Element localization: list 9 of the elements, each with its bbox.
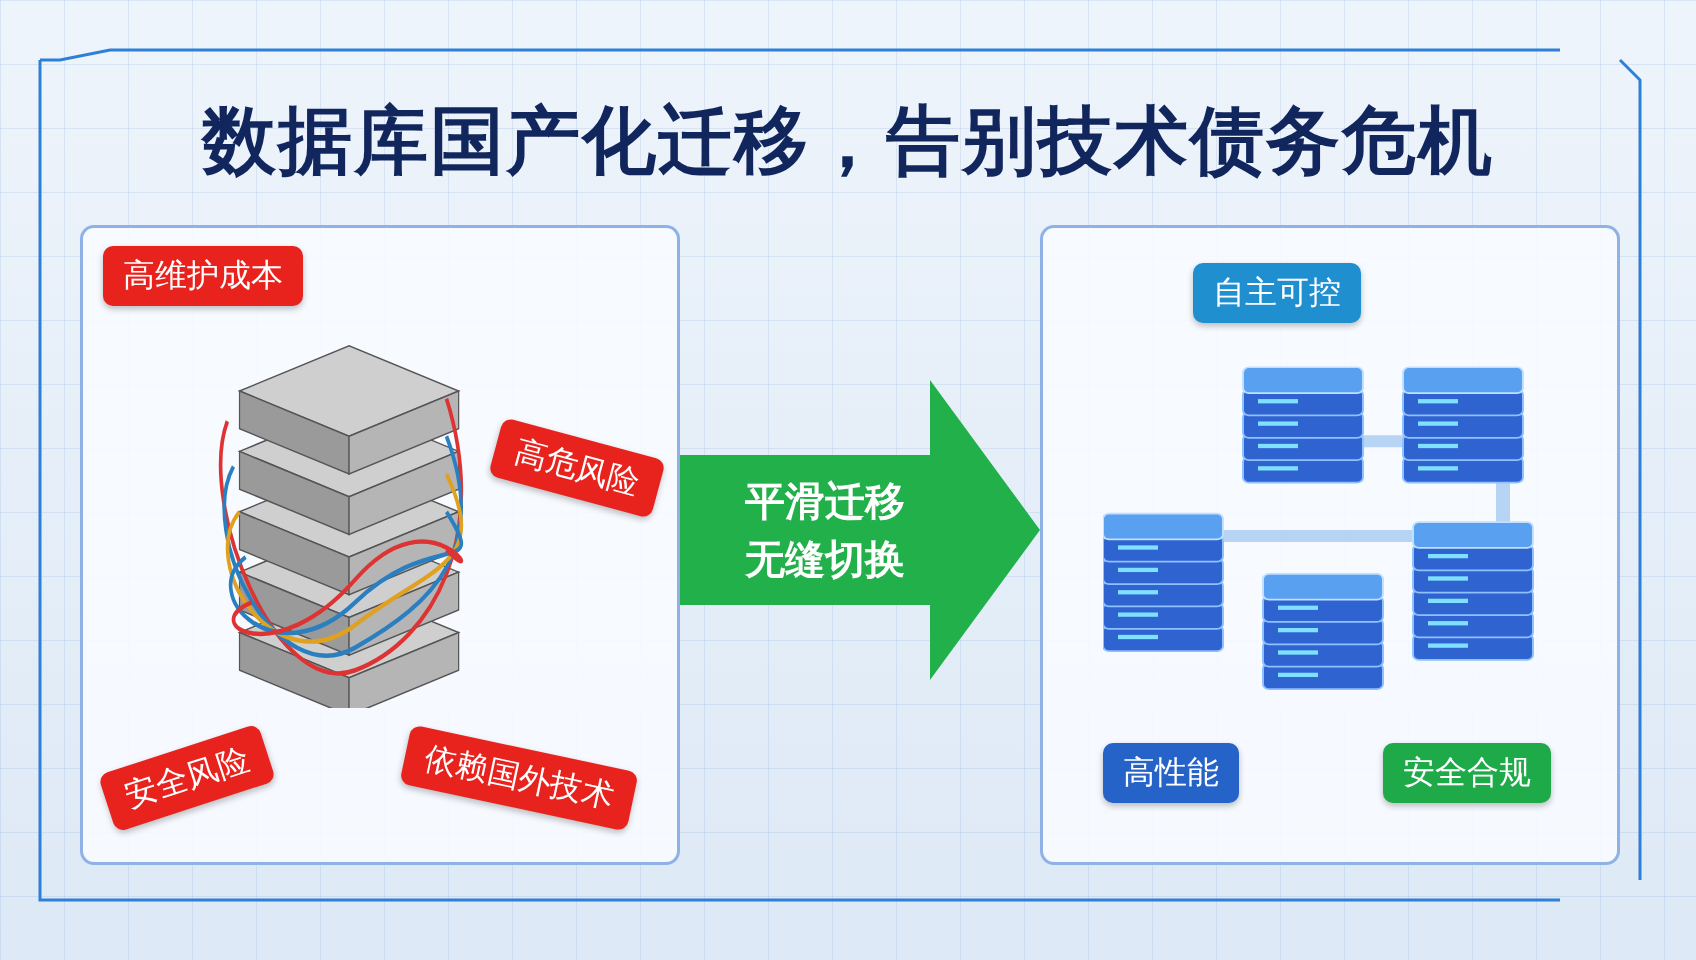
tag-label: 安全合规 — [1383, 743, 1551, 803]
tag-label: 自主可控 — [1193, 263, 1361, 323]
tag-label: 高危风险 — [488, 417, 666, 519]
tag-label: 高性能 — [1103, 743, 1239, 803]
title: 数据库国产化迁移，告别技术债务危机 — [200, 96, 1495, 185]
panel — [80, 225, 680, 865]
tag-label: 高维护成本 — [103, 246, 303, 306]
tag-label: 依赖国外技术 — [399, 724, 639, 832]
panel — [1040, 225, 1620, 865]
